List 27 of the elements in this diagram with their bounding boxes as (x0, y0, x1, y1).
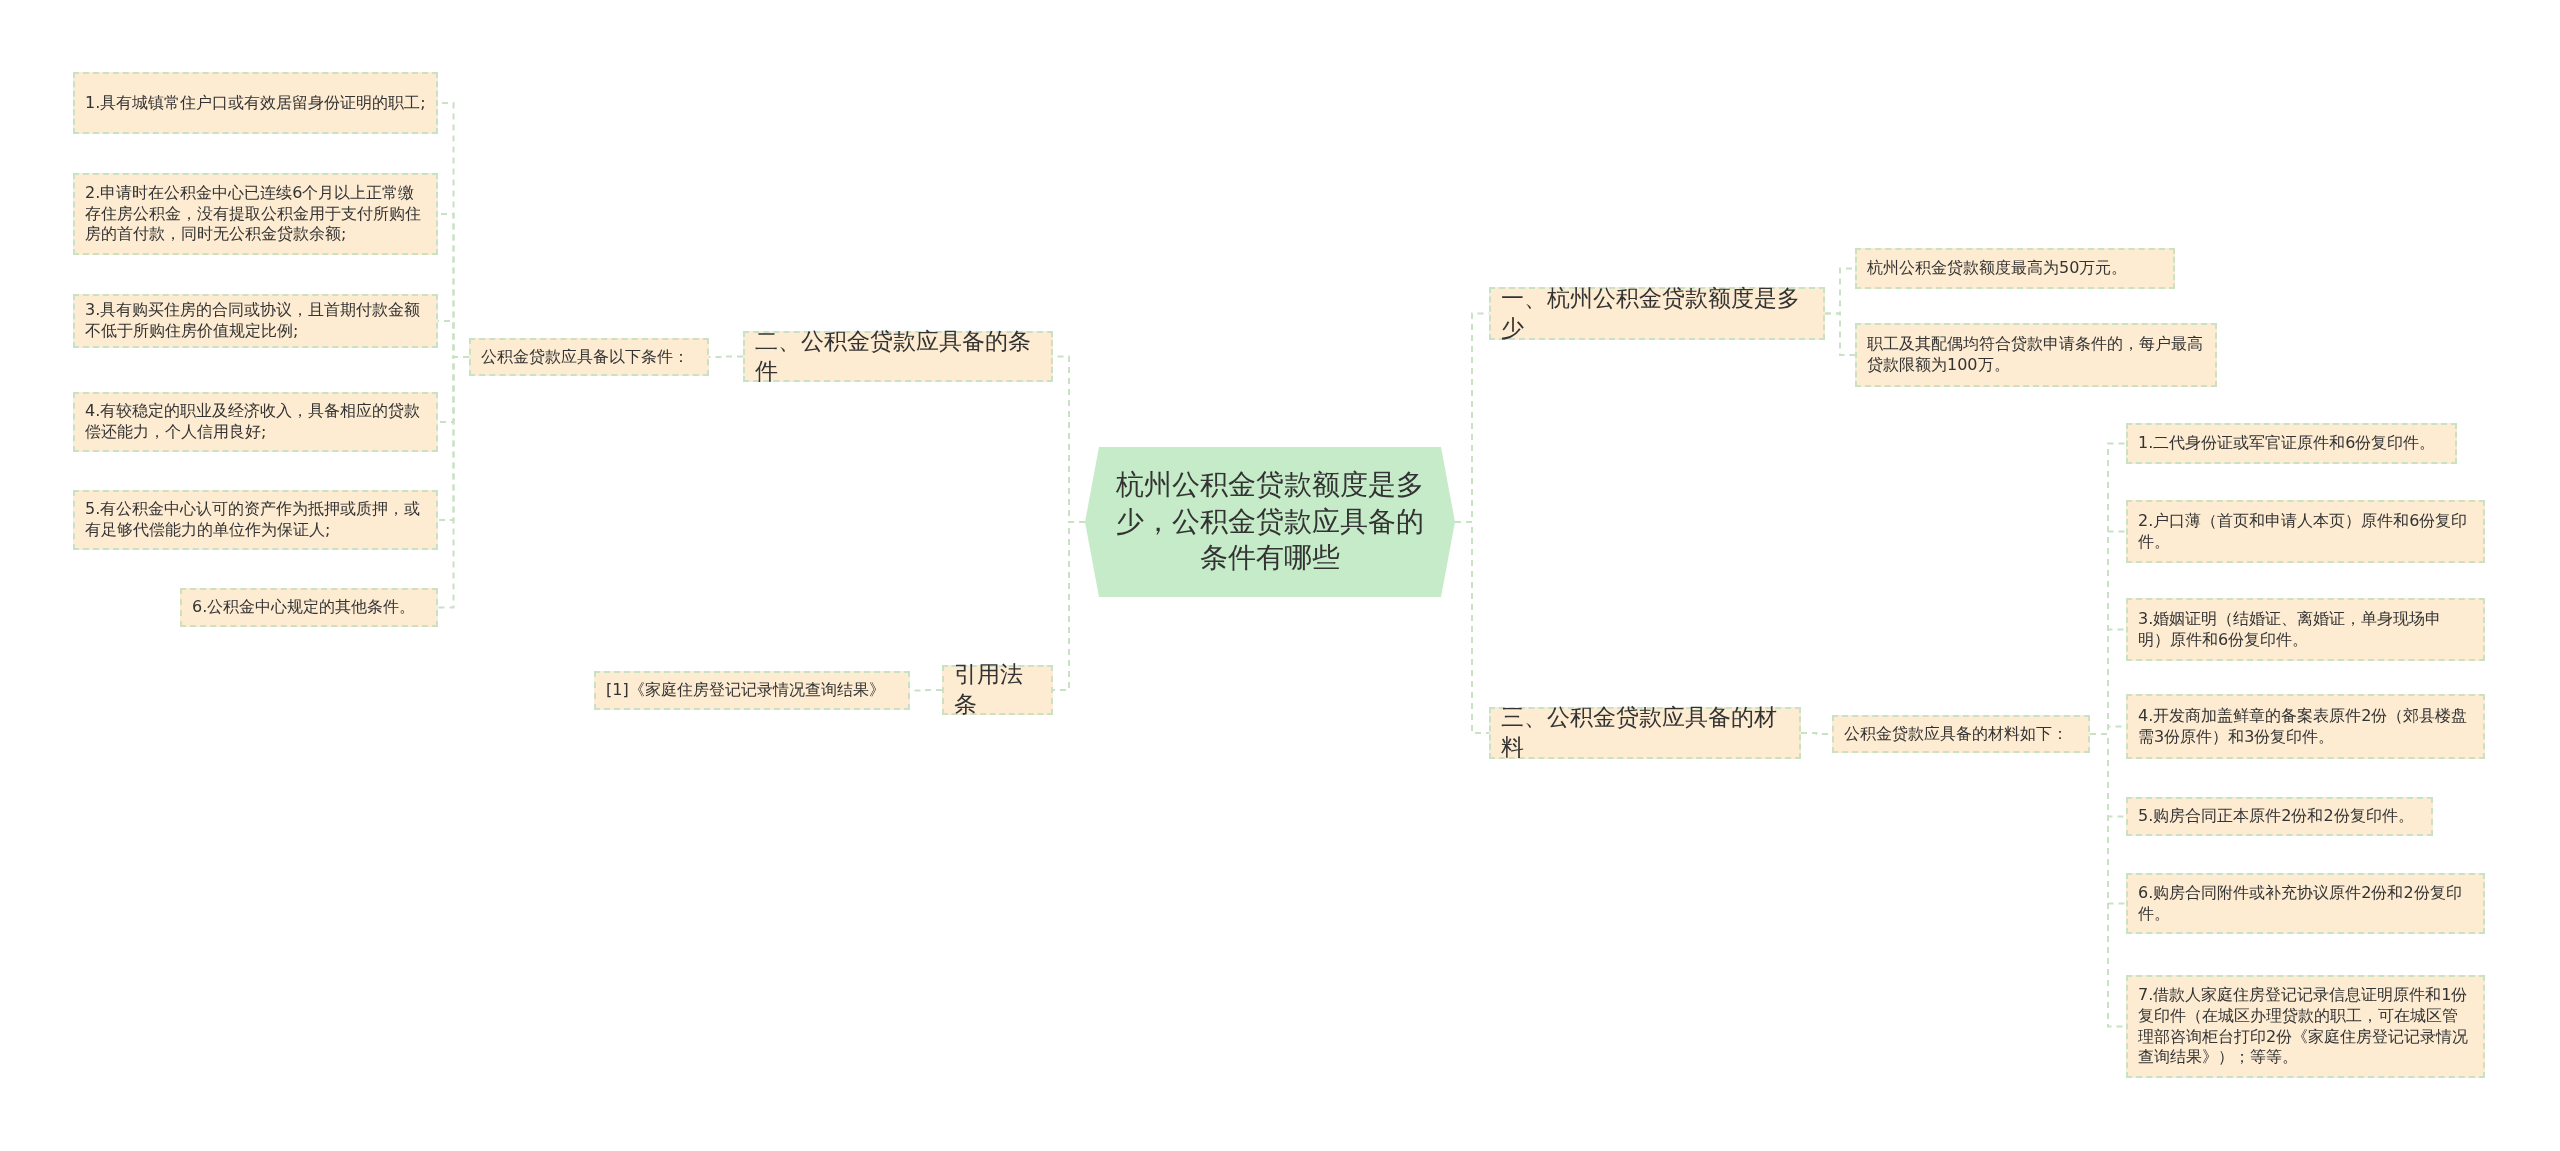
detail-box: 杭州公积金贷款额度最高为50万元。 (1855, 248, 2175, 289)
detail-box: 4.有较稳定的职业及经济收入，具备相应的贷款偿还能力，个人信用良好; (73, 392, 438, 452)
detail-box: 6.购房合同附件或补充协议原件2份和2份复印件。 (2126, 873, 2485, 934)
central-topic: 杭州公积金贷款额度是多少，公积金贷款应具备的条件有哪些 (1085, 447, 1455, 597)
detail-box: 2.申请时在公积金中心已连续6个月以上正常缴存住房公积金，没有提取公积金用于支付所购住房的首付款，同时无公积金贷款余额; (73, 173, 438, 255)
detail-box: 职工及其配偶均符合贷款申请条件的，每户最高贷款限额为100万。 (1855, 323, 2217, 387)
topic-box: 引用法条 (942, 665, 1053, 715)
detail-box: 3.婚姻证明（结婚证、离婚证，单身现场申明）原件和6份复印件。 (2126, 598, 2485, 661)
detail-box: 7.借款人家庭住房登记记录信息证明原件和1份复印件（在城区办理贷款的职工，可在城区管理部咨询柜台打印2份《家庭住房登记记录情况查询结果》）；等等。 (2126, 975, 2485, 1078)
connector-line (437, 356, 470, 609)
detail-box: 1.二代身份证或军官证原件和6份复印件。 (2126, 423, 2457, 464)
connector-line (1052, 521, 1086, 691)
topic-box: 二、公积金贷款应具备的条件 (743, 331, 1053, 382)
subtopic-box: 公积金贷款应具备的材料如下： (1832, 715, 2090, 753)
detail-box: 2.户口薄（首页和申请人本页）原件和6份复印件。 (2126, 500, 2485, 563)
detail-box: 3.具有购买住房的合同或协议，且首期付款金额不低于所购住房价值规定比例; (73, 294, 438, 348)
connector-line (1824, 312, 1856, 356)
detail-box: 6.公积金中心规定的其他条件。 (180, 588, 438, 627)
detail-box: 1.具有城镇常住户口或有效居留身份证明的职工; (73, 72, 438, 134)
connector-line (1454, 521, 1490, 734)
subtopic-box: [1]《家庭住房登记记录情况查询结果》 (594, 671, 910, 710)
subtopic-box: 公积金贷款应具备以下条件： (469, 338, 709, 376)
detail-box: 5.有公积金中心认可的资产作为抵押或质押，或有足够代偿能力的单位作为保证人; (73, 490, 438, 550)
detail-box: 4.开发商加盖鲜章的备案表原件2份（郊县楼盘需3份原件）和3份复印件。 (2126, 694, 2485, 759)
topic-box: 三、公积金贷款应具备的材料 (1489, 707, 1801, 759)
topic-box: 一、杭州公积金贷款额度是多少 (1489, 287, 1825, 340)
detail-box: 5.购房合同正本原件2份和2份复印件。 (2126, 797, 2433, 836)
